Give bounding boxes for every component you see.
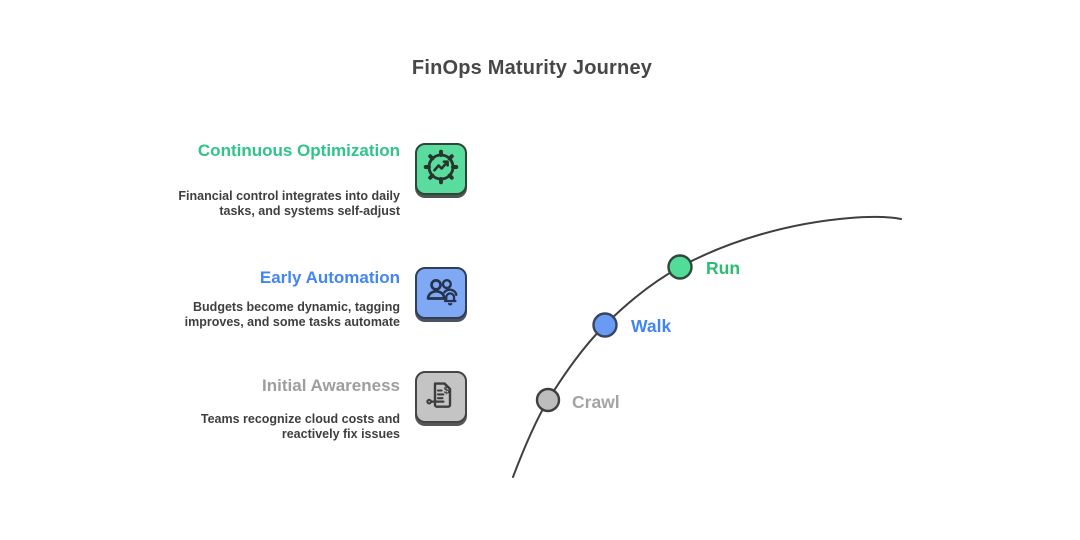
milestone-dot-walk [592,312,618,338]
stage-label-early-automation: Early Automation [259,268,400,287]
milestone-dot-crawl [535,387,561,413]
stage-description-line: improves, and some tasks automate [184,314,400,329]
stage-icon-tile-continuous-optimization [415,143,467,195]
milestone-label-run: Run [706,258,740,278]
cost-report-icon: $ [423,377,459,418]
stage-description-line: tasks, and systems self-adjust [219,203,400,218]
maturity-curve-line [512,215,902,478]
stage-label-initial-awareness: Initial Awareness [262,376,400,395]
stage-description-line: reactively fix issues [281,426,400,441]
stage-description-line: Financial control integrates into daily [178,189,400,203]
stage-description-line: Teams recognize cloud costs and [200,412,400,426]
svg-text:$: $ [444,384,450,396]
stage-icon-tile-initial-awareness: $ [415,371,467,423]
stage-description-early-automation: Budgets become dynamic, tagging improves… [138,300,400,329]
milestone-label-crawl: Crawl [572,392,620,412]
stage-icon-tile-early-automation [415,267,467,319]
page-title: FinOps Maturity Journey [411,57,653,79]
team-alert-icon [423,273,459,314]
milestone-dot-run [667,254,693,280]
gear-optimization-icon [423,149,459,190]
stage-label-continuous-optimization: Continuous Optimization [197,141,400,160]
stage-description-continuous-optimization: Financial control integrates into daily … [138,189,400,218]
stage-description-initial-awareness: Teams recognize cloud costs and reactive… [138,412,400,441]
stage-description-line: Budgets become dynamic, tagging [193,300,400,314]
milestone-label-walk: Walk [631,316,671,336]
